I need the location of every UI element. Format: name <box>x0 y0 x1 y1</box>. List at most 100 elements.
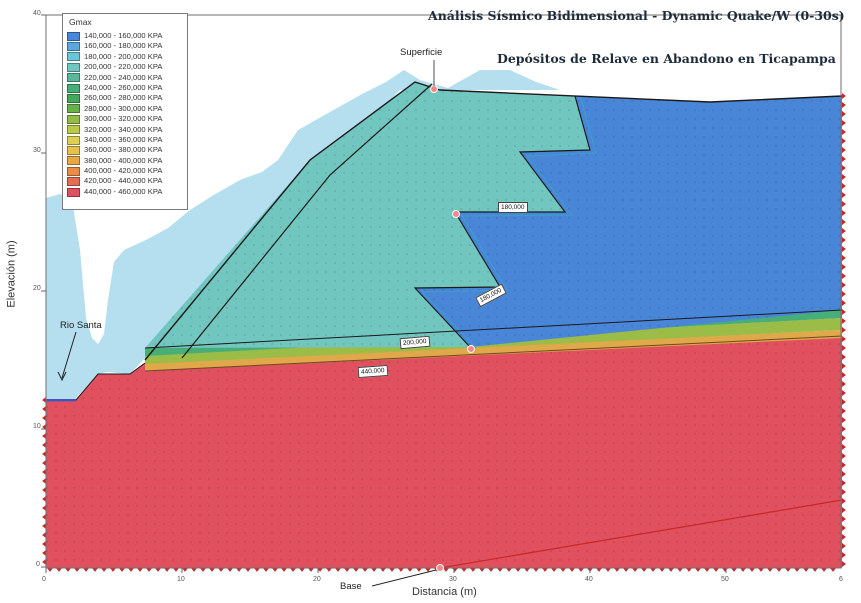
legend-label: 220,000 - 240,000 KPA <box>84 72 163 82</box>
legend-swatch <box>67 42 80 52</box>
boundary-marker <box>479 568 485 572</box>
boundary-marker <box>842 237 846 243</box>
boundary-marker <box>389 568 395 572</box>
boundary-marker <box>254 568 260 572</box>
legend-label: 140,000 - 160,000 KPA <box>84 31 163 40</box>
legend-label: 320,000 - 340,000 KPA <box>84 124 163 134</box>
legend-item: 400,000 - 420,000 KPA <box>67 166 162 176</box>
surface-label: Superficie <box>400 47 443 58</box>
boundary-marker <box>146 568 152 572</box>
boundary-marker <box>506 568 512 572</box>
embankment-outline <box>144 81 843 361</box>
boundary-marker <box>842 156 846 162</box>
boundary-marker <box>803 568 809 572</box>
boundary-marker <box>42 460 46 466</box>
boundary-marker <box>335 568 341 572</box>
boundary-marker <box>842 345 846 351</box>
boundary-marker <box>218 568 224 572</box>
boundary-marker <box>263 568 269 572</box>
boundary-marker <box>842 525 846 531</box>
legend-swatch <box>67 156 80 166</box>
boundary-marker <box>227 568 233 572</box>
legend-item: 280,000 - 300,000 KPA <box>67 104 162 114</box>
boundary-marker <box>281 568 287 572</box>
boundary-marker <box>842 300 846 306</box>
boundary-marker <box>842 120 846 126</box>
legend-item: 440,000 - 460,000 KPA <box>67 187 162 197</box>
boundary-marker <box>794 568 800 572</box>
boundary-marker <box>842 354 846 360</box>
boundary-marker <box>42 496 46 502</box>
legend-swatch <box>67 187 80 197</box>
boundary-marker <box>842 273 846 279</box>
boundary-marker <box>344 568 350 572</box>
transition-band <box>145 330 842 371</box>
boundary-marker <box>842 381 846 387</box>
boundary-marker <box>488 568 494 572</box>
boundary-marker <box>164 568 170 572</box>
boundary-marker <box>461 568 467 572</box>
boundary-marker <box>641 568 647 572</box>
legend-item: 380,000 - 400,000 KPA <box>67 156 162 166</box>
legend-swatch <box>67 166 80 176</box>
boundary-marker <box>767 568 773 572</box>
boundary-marker <box>842 453 846 459</box>
boundary-marker <box>42 415 46 421</box>
boundary-marker <box>842 489 846 495</box>
boundary-marker <box>842 210 846 216</box>
x-tick-label: 40 <box>585 576 593 583</box>
boundary-marker <box>551 568 557 572</box>
legend-label: 440,000 - 460,000 KPA <box>84 186 163 196</box>
boundary-marker <box>686 568 692 572</box>
boundary-marker <box>416 568 422 572</box>
base-point-marker <box>436 564 444 572</box>
boundary-marker <box>101 568 107 572</box>
legend-label: 420,000 - 440,000 KPA <box>84 176 163 186</box>
boundary-marker <box>42 550 46 556</box>
legend-swatch <box>67 145 80 155</box>
boundary-marker <box>842 498 846 504</box>
boundary-marker <box>704 568 710 572</box>
boundary-marker <box>200 568 206 572</box>
boundary-marker <box>842 246 846 252</box>
boundary-marker <box>83 568 89 572</box>
contour-label: 180,000 <box>498 202 528 213</box>
legend-label: 340,000 - 360,000 KPA <box>84 134 163 144</box>
boundary-marker <box>42 442 46 448</box>
boundary-marker <box>155 568 161 572</box>
x-axis-label: Distancia (m) <box>412 586 477 598</box>
legend-label: 280,000 - 300,000 KPA <box>84 103 163 113</box>
boundary-marker <box>740 568 746 572</box>
legend-item: 140,000 - 160,000 KPA <box>67 31 162 41</box>
legend-swatch <box>67 177 80 187</box>
x-tick-label: 6 <box>839 576 843 583</box>
boundary-marker <box>749 568 755 572</box>
boundary-marker <box>842 327 846 333</box>
boundary-marker <box>353 568 359 572</box>
x-tick-label: 10 <box>177 576 185 583</box>
boundary-marker <box>560 568 566 572</box>
boundary-marker <box>842 255 846 261</box>
boundary-marker <box>668 568 674 572</box>
boundary-marker <box>842 174 846 180</box>
legend-title: Gmax <box>69 17 92 27</box>
boundary-marker <box>842 291 846 297</box>
boundary-marker <box>42 514 46 520</box>
x-tick-label: 50 <box>721 576 729 583</box>
boundary-marker <box>842 462 846 468</box>
legend-swatch <box>67 104 80 114</box>
boundary-marker <box>362 568 368 572</box>
legend-label: 180,000 - 200,000 KPA <box>84 51 163 61</box>
boundary-marker <box>42 559 46 565</box>
boundary-marker <box>842 390 846 396</box>
boundary-marker <box>65 568 71 572</box>
boundary-marker <box>812 568 818 572</box>
y-axis-label: Elevación (m) <box>5 240 18 308</box>
boundary-marker <box>245 568 251 572</box>
legend-label: 380,000 - 400,000 KPA <box>84 155 163 165</box>
boundary-marker <box>842 219 846 225</box>
x-tick-label: 30 <box>449 576 457 583</box>
boundary-marker <box>842 471 846 477</box>
boundary-marker <box>42 523 46 529</box>
